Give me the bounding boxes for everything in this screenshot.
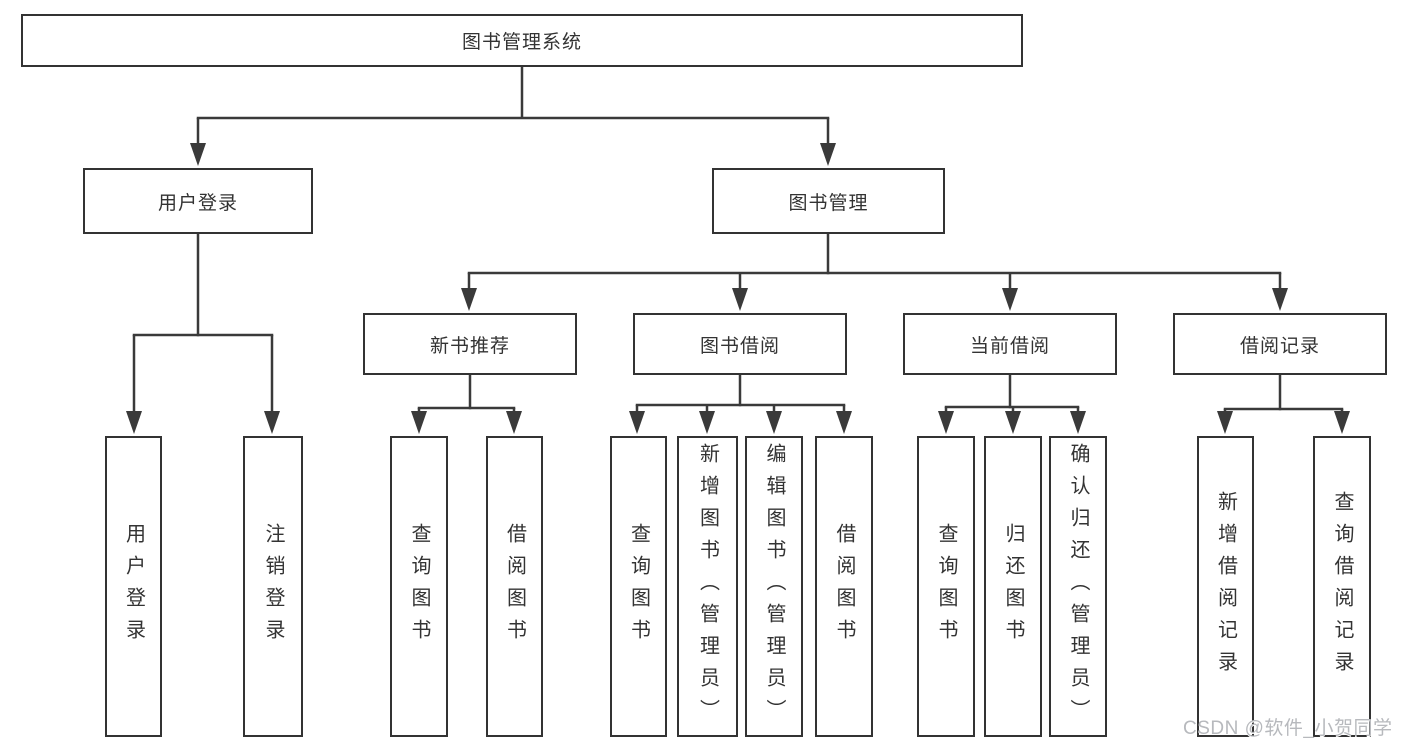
- arrow-down-icon: [938, 411, 954, 434]
- arrow-down-icon: [1070, 411, 1086, 434]
- node-new-books: 新书推荐: [363, 313, 577, 375]
- leaf-query-books-3: 查询图书: [917, 436, 975, 737]
- arrow-down-icon: [264, 411, 280, 434]
- leaf-user-login: 用户登录: [105, 436, 162, 737]
- node-user-login: 用户登录: [83, 168, 313, 234]
- arrow-down-icon: [461, 288, 477, 311]
- arrow-down-icon: [1005, 411, 1021, 434]
- arrow-down-icon: [411, 411, 427, 434]
- arrow-down-icon: [190, 143, 206, 166]
- node-borrow-records: 借阅记录: [1173, 313, 1387, 375]
- leaf-confirm-return-admin: 确认归还（管理员）: [1049, 436, 1107, 737]
- arrow-down-icon: [1002, 288, 1018, 311]
- leaf-query-books-1: 查询图书: [390, 436, 448, 737]
- leaf-edit-books-admin: 编辑图书（管理员）: [745, 436, 803, 737]
- leaf-query-books-2: 查询图书: [610, 436, 667, 737]
- arrow-down-icon: [1334, 411, 1350, 434]
- leaf-add-borrow-record: 新增借阅记录: [1197, 436, 1254, 737]
- leaf-query-borrow-record: 查询借阅记录: [1313, 436, 1371, 737]
- arrow-down-icon: [820, 143, 836, 166]
- node-book-borrow: 图书借阅: [633, 313, 847, 375]
- leaf-borrow-books-2: 借阅图书: [815, 436, 873, 737]
- arrow-down-icon: [766, 411, 782, 434]
- arrow-down-icon: [126, 411, 142, 434]
- leaf-logout: 注销登录: [243, 436, 303, 737]
- arrow-down-icon: [506, 411, 522, 434]
- arrow-down-icon: [699, 411, 715, 434]
- leaf-borrow-books-1: 借阅图书: [486, 436, 543, 737]
- node-book-mgmt: 图书管理: [712, 168, 945, 234]
- node-current-borrow: 当前借阅: [903, 313, 1117, 375]
- arrow-down-icon: [1217, 411, 1233, 434]
- node-root: 图书管理系统: [21, 14, 1023, 67]
- arrow-down-icon: [732, 288, 748, 311]
- leaf-return-books: 归还图书: [984, 436, 1042, 737]
- arrow-down-icon: [1272, 288, 1288, 311]
- csdn-watermark: CSDN @软件_小贺同学: [1183, 718, 1393, 739]
- arrow-down-icon: [836, 411, 852, 434]
- arrow-down-icon: [629, 411, 645, 434]
- leaf-add-books-admin: 新增图书（管理员）: [677, 436, 738, 737]
